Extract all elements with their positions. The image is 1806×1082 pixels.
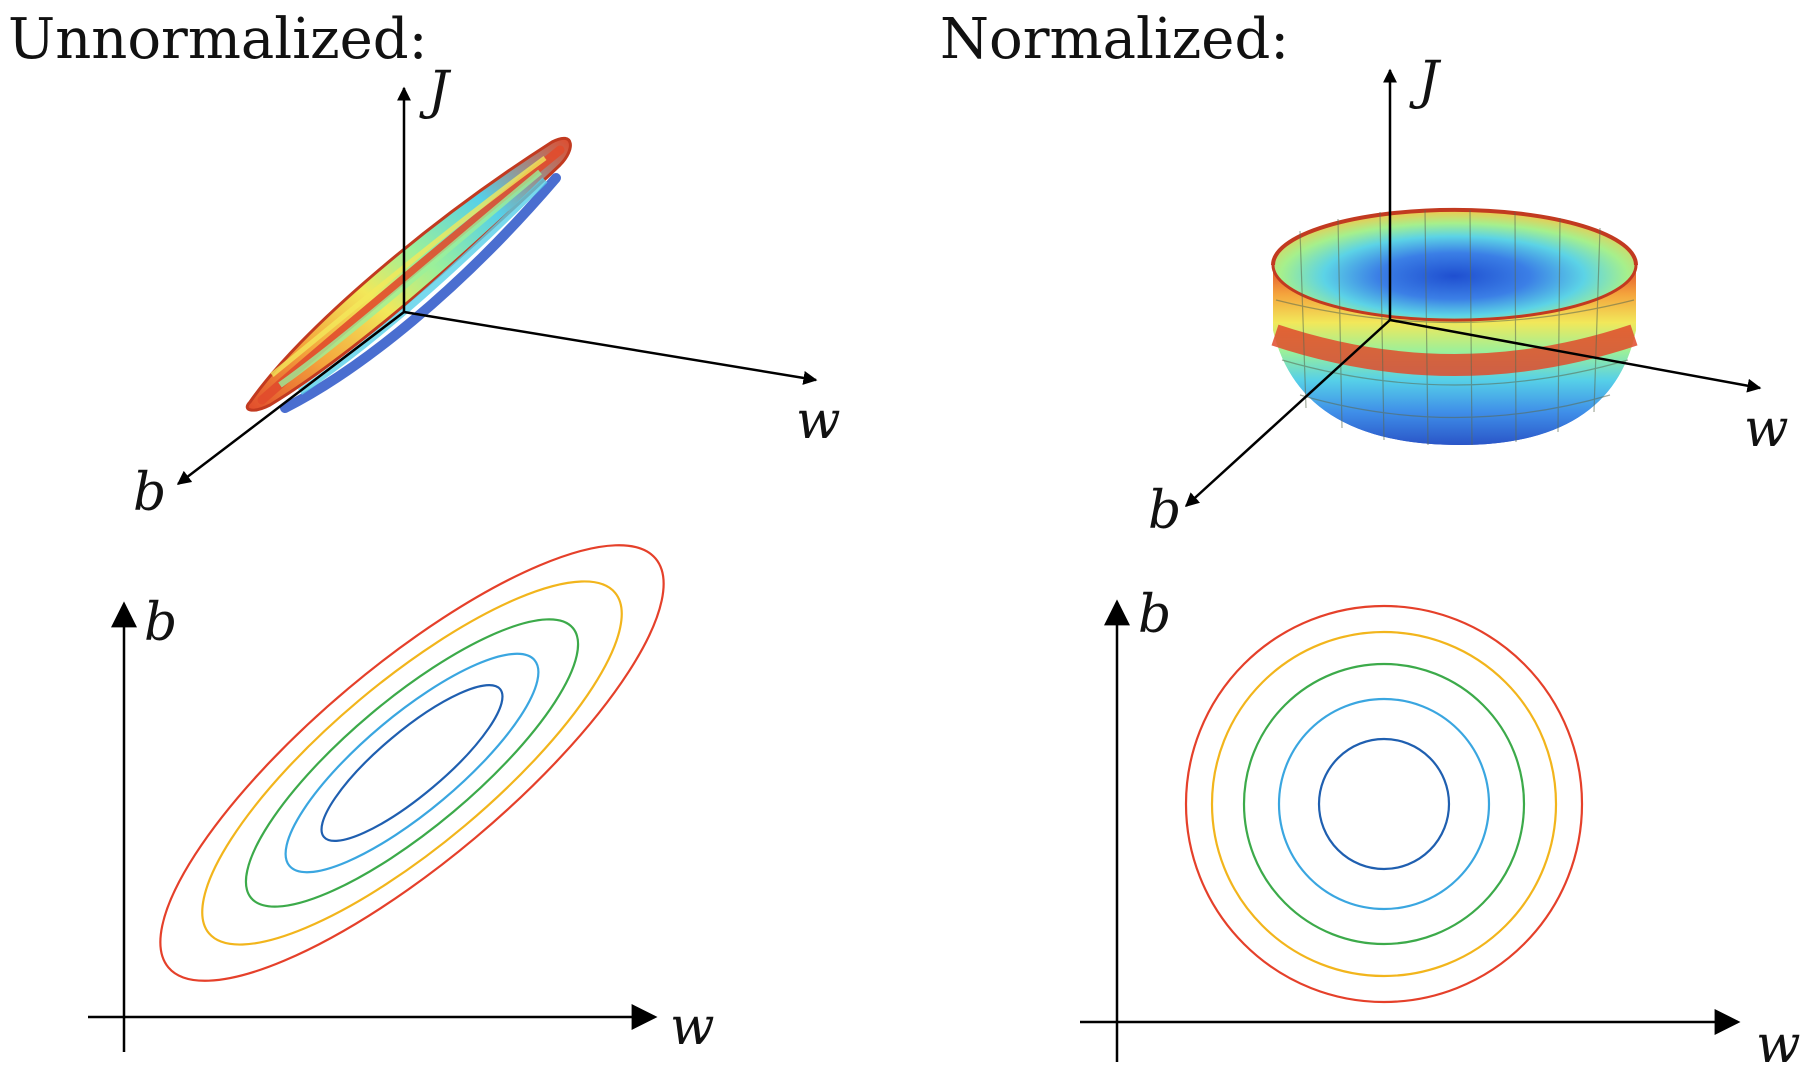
unnormalized-contour-ring-3 (244, 618, 580, 908)
unnormalized-contour-ring-4 (201, 580, 623, 946)
unnormalized-contour-w-label: w (670, 997, 715, 1057)
normalized-title: Normalized: (940, 7, 1289, 72)
unnormalized-contour-ring-2 (284, 652, 540, 874)
unnormalized-surface-w-axis (403, 310, 818, 385)
normalized-contour-ring-1 (1317, 737, 1451, 871)
normalized-surface-w-label: w (1744, 399, 1789, 459)
unnormalized-surface-w-label: w (796, 391, 841, 451)
normalized-contour-ring-2 (1277, 697, 1491, 911)
normalized-surface-j-label: J (1409, 51, 1442, 111)
unnormalized-title: Unnormalized: (8, 7, 427, 72)
normalized-surface-b-label: b (1148, 481, 1181, 541)
normalized-surface (1271, 207, 1638, 446)
unnormalized-contour-b-label: b (144, 593, 177, 653)
normalized-contour-ring-3 (1242, 662, 1526, 946)
unnormalized-surface (245, 136, 572, 413)
unnormalized-contours (159, 544, 665, 982)
unnormalized-contour-ring-5 (159, 544, 665, 982)
normalized-contour-b-label: b (1138, 585, 1171, 645)
unnormalized-contour-ring-1 (320, 684, 504, 842)
unnormalized-surface-b-label: b (133, 463, 166, 523)
normalized-contour-ring-5 (1184, 604, 1584, 1004)
normalized-contours (1184, 604, 1584, 1004)
normalized-surface-b-axis (1184, 319, 1391, 507)
normalized-contour-w-label: w (1756, 1015, 1801, 1075)
normalized-surface-w-axis (1389, 318, 1762, 393)
normalized-contour-ring-4 (1210, 630, 1558, 978)
unnormalized-surface-b-axis (176, 311, 405, 485)
